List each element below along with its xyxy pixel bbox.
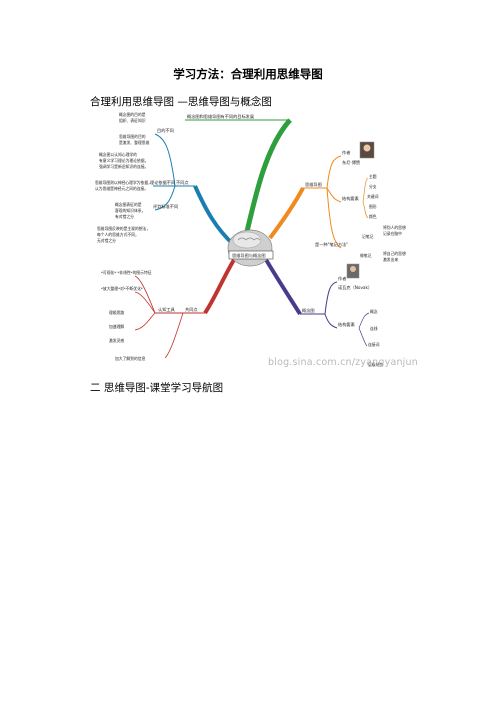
- svg-text:将别人的思想: 将别人的思想: [383, 225, 406, 230]
- svg-text:概念图表征的是: 概念图表征的是: [115, 202, 142, 207]
- svg-text:激发灵感: 激发灵感: [109, 338, 124, 343]
- section-heading-2: 二 思维导图-课堂学习导航图: [90, 382, 224, 394]
- node-right-bottom-author: 诺瓦克（Novak）: [338, 284, 372, 291]
- svg-text:概念图以认知心理学的: 概念图以认知心理学的: [99, 152, 137, 157]
- branch-left: [193, 185, 237, 248]
- svg-text:连接词: 连接词: [368, 342, 380, 347]
- left-bottom-items: *可视化* *非线性*的图示特征 *放大整理*对*不断优化* 理顺思路 加速理解…: [101, 270, 152, 361]
- node-right-bottom-author-label: 作者: [338, 275, 346, 282]
- branch-right-top: [268, 187, 305, 240]
- svg-text:关键词: 关键词: [367, 194, 379, 199]
- left-notes-2: 概念图以认知心理学的 有意义学习理论为理论依据， 强调学习是新旧知识的连接。 思…: [95, 152, 152, 191]
- svg-text:概念: 概念: [370, 309, 378, 314]
- svg-text:客观的知识体系，: 客观的知识体系，: [115, 208, 145, 213]
- svg-text:层级结构: 层级结构: [368, 362, 383, 367]
- node-right-bottom-structure: 结构要素: [338, 321, 355, 328]
- svg-text:概念图的目的是: 概念图的目的是: [119, 112, 146, 117]
- node-left-bottom: 共同点: [185, 306, 198, 313]
- svg-text:*可视化* *非线性*的图示特征: *可视化* *非线性*的图示特征: [101, 270, 152, 275]
- node-top: 概念图和思维导图有不同的目标发展: [187, 113, 255, 120]
- center-node: 思维导图与概念图: [232, 252, 266, 259]
- svg-text:有对错之分: 有对错之分: [115, 214, 134, 219]
- document-title: 学习方法：合理利用思维导图: [173, 67, 323, 81]
- node-right-top-author-label: 作者: [342, 149, 350, 156]
- node-left-sub1: 目的不同: [157, 127, 174, 134]
- svg-text:是激发、整理思维: 是激发、整理思维: [119, 140, 150, 145]
- svg-text:将自己的思想: 将自己的思想: [383, 251, 406, 256]
- node-right-top: 思维导图: [305, 181, 322, 188]
- svg-text:分支: 分支: [369, 184, 377, 189]
- svg-text:有意义学习理论为理论依据，: 有意义学习理论为理论依据，: [99, 158, 148, 163]
- node-left-bottom-sub: 认知工具: [158, 306, 176, 313]
- left-notes-1: 概念图的目的是 组织、表征知识 思维导图的目的 是激发、整理思维: [119, 112, 150, 145]
- node-left-sub3: 评判标准不同: [153, 203, 178, 210]
- svg-text:加大了解到的信息: 加大了解到的信息: [115, 356, 146, 361]
- node-right-top-author: 东尼·博赞: [342, 159, 360, 166]
- node-left: 不同点: [176, 180, 189, 186]
- branch-right-bottom: [263, 256, 302, 316]
- svg-text:思维导图则以神经心理学为依据，: 思维导图则以神经心理学为依据，: [95, 180, 152, 185]
- svg-text:理顺思路: 理顺思路: [109, 310, 124, 315]
- svg-text:思维导图反映的是主观的想法，: 思维导图反映的是主观的想法，: [97, 226, 150, 231]
- svg-text:激发出来: 激发出来: [383, 257, 398, 262]
- right-top-structure-items: 主题 分支 关键词 图形 颜色: [367, 174, 379, 219]
- svg-text:每个人的思维方式不同，: 每个人的思维方式不同，: [97, 232, 139, 237]
- note-a: 记笔记: [362, 234, 374, 239]
- mind-map-image: 概念图和思维导图有不同的目标发展 不同点 目的不同 理论依据不同 评判标准不同 …: [95, 108, 425, 376]
- node-right-top-usage: 是一种"笔记方法": [315, 241, 348, 248]
- svg-text:主题: 主题: [369, 174, 377, 179]
- svg-text:图形: 图形: [369, 204, 377, 209]
- svg-text:组织、表征知识: 组织、表征知识: [119, 118, 146, 123]
- svg-text:加速理解: 加速理解: [109, 324, 124, 329]
- svg-text:认为思维是神经元之间的连接。: 认为思维是神经元之间的连接。: [95, 186, 148, 191]
- branch-top: [242, 118, 292, 241]
- left-notes-3: 概念图表征的是 客观的知识体系， 有对错之分 思维导图反映的是主观的想法， 每个…: [97, 202, 150, 243]
- svg-text:无对错之分: 无对错之分: [97, 238, 116, 243]
- svg-text:颜色: 颜色: [369, 214, 377, 219]
- svg-text:思维导图的目的: 思维导图的目的: [119, 134, 146, 139]
- watermark: blog.sina.com.cn/zyangyanjun: [268, 357, 418, 368]
- svg-text:记录在脑中: 记录在脑中: [383, 231, 402, 236]
- svg-text:*放大整理*对*不断优化*: *放大整理*对*不断优化*: [101, 286, 143, 291]
- node-left-sub2: 理论依据不同: [150, 179, 175, 186]
- svg-text:连线: 连线: [370, 326, 378, 331]
- svg-text:强调学习是新旧知识的连接。: 强调学习是新旧知识的连接。: [99, 164, 148, 169]
- node-right-top-structure: 结构要素: [342, 195, 359, 202]
- note-b: 做笔记: [360, 253, 372, 258]
- branch-left-bottom: [203, 256, 237, 315]
- section-heading-1: 合理利用思维导图 —思维导图与概念图: [90, 96, 272, 108]
- right-bottom-structure-items: 概念 连线 连接词 层级结构: [368, 309, 383, 367]
- center-head-icon: [227, 229, 274, 267]
- node-right-bottom: 概念图: [302, 307, 315, 314]
